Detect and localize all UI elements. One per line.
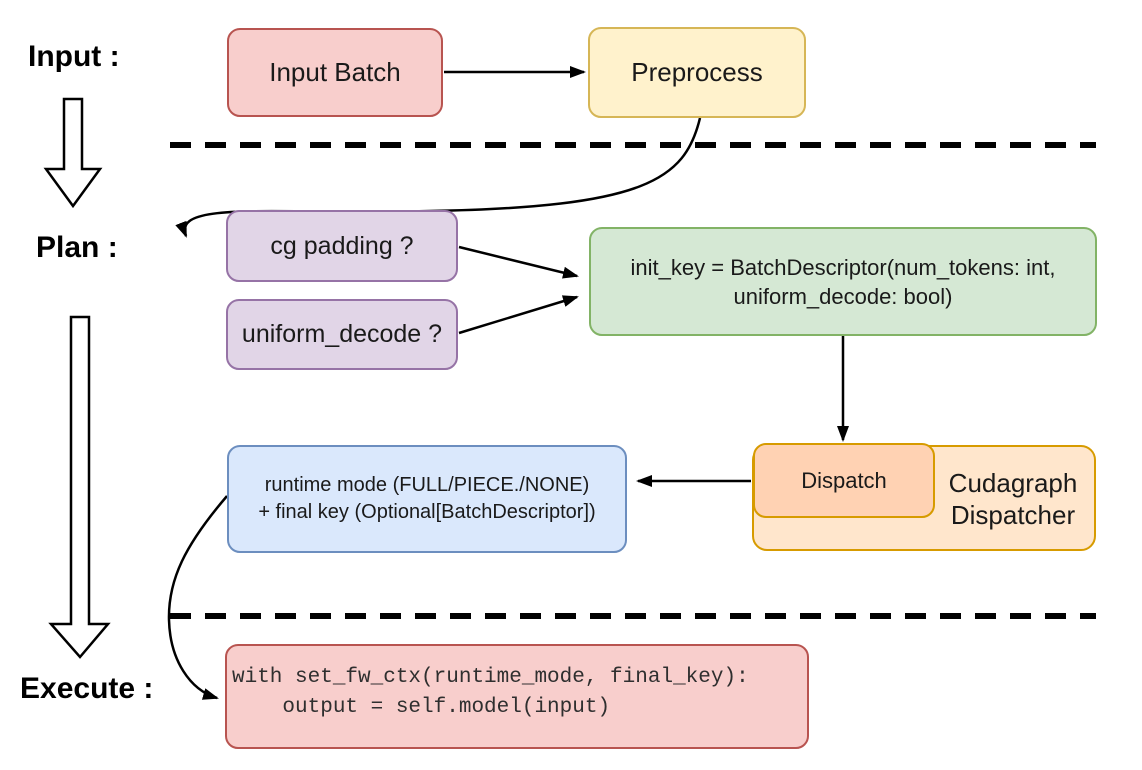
node-runtime-mode: runtime mode (FULL/PIECE./NONE) + final … xyxy=(227,445,627,553)
node-execute-code-line2: output = self.model(input) xyxy=(232,696,611,719)
node-cudagraph-dispatcher-line2: Dispatcher xyxy=(950,500,1076,530)
node-cg-padding-label: cg padding ? xyxy=(270,231,414,260)
node-preprocess-label: Preprocess xyxy=(631,57,763,87)
node-dispatch: Dispatch xyxy=(753,443,935,518)
arrow-runtime-to-execute xyxy=(167,495,228,700)
node-init-key-line2: uniform_decode: bool) xyxy=(733,283,953,309)
node-execute-code-line1: with set_fw_ctx(runtime_mode, final_key)… xyxy=(232,666,749,689)
node-cudagraph-dispatcher-line1: Cudagraph xyxy=(948,468,1078,498)
section-label-plan: Plan : xyxy=(36,231,118,264)
node-cg-padding: cg padding ? xyxy=(226,210,458,282)
node-uniform-decode: uniform_decode ? xyxy=(226,299,458,370)
arrow-uniform-decode-to-init-key xyxy=(458,295,579,335)
node-cudagraph-dispatcher-label: Cudagraph Dispatcher xyxy=(930,467,1096,531)
section-label-input: Input : xyxy=(28,40,120,73)
phase-arrow-input-to-plan-icon xyxy=(43,97,103,209)
node-execute-code: with set_fw_ctx(runtime_mode, final_key)… xyxy=(225,644,809,749)
node-preprocess: Preprocess xyxy=(588,27,806,118)
node-input-batch: Input Batch xyxy=(227,28,443,117)
node-runtime-mode-line2: + final key (Optional[BatchDescriptor]) xyxy=(258,501,596,523)
section-label-execute: Execute : xyxy=(20,672,154,705)
phase-arrow-plan-to-execute-icon xyxy=(48,315,111,659)
node-init-key-line1: init_key = BatchDescriptor(num_tokens: i… xyxy=(630,254,1056,280)
node-init-key: init_key = BatchDescriptor(num_tokens: i… xyxy=(589,227,1097,336)
node-runtime-mode-line1: runtime mode (FULL/PIECE./NONE) xyxy=(264,474,590,496)
node-input-batch-label: Input Batch xyxy=(269,57,401,87)
node-uniform-decode-label: uniform_decode ? xyxy=(241,320,443,348)
node-dispatch-label: Dispatch xyxy=(801,467,887,493)
arrow-cg-padding-to-init-key xyxy=(458,245,579,279)
